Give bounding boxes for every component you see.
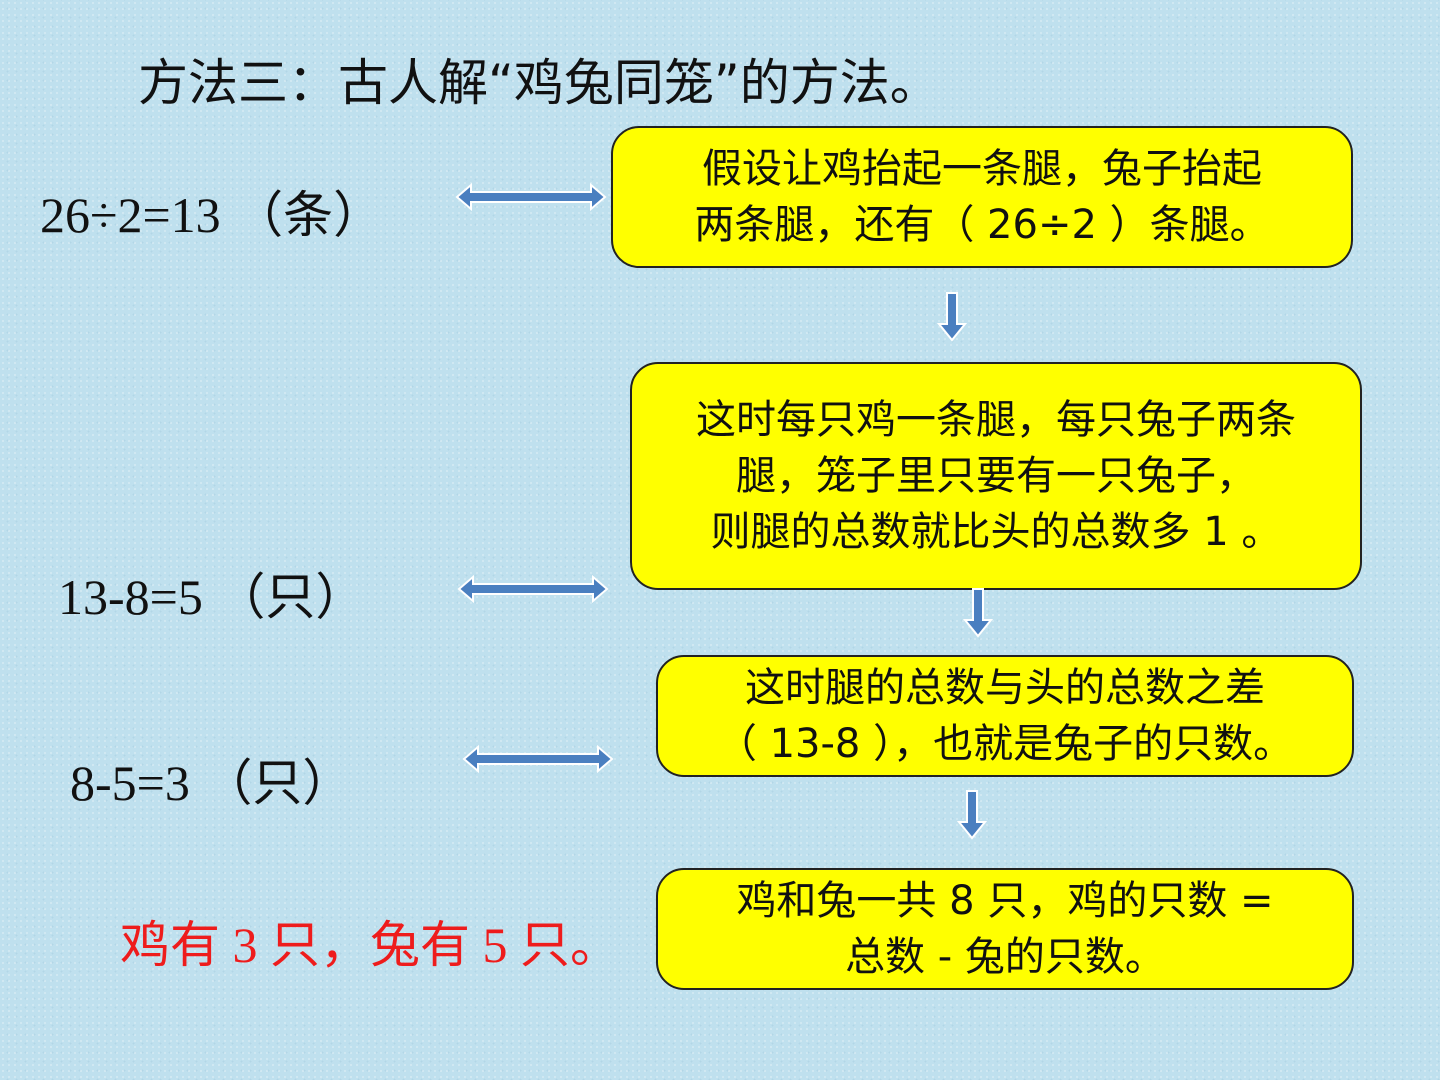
down-arrow-icon	[936, 292, 968, 342]
box-line: 这时腿的总数与头的总数之差	[745, 665, 1265, 711]
final-answer: 鸡有 3 只，兔有 5 只。	[120, 917, 620, 973]
explanation-box-lift-legs: 假设让鸡抬起一条腿，兔子抬起 两条腿，还有（ 26÷2 ）条腿。	[611, 126, 1353, 268]
box-line: 鸡和兔一共 8 只，鸡的只数 =	[736, 878, 1274, 924]
double-arrow-icon	[455, 182, 607, 212]
explanation-box-one-leg-each: 这时每只鸡一条腿，每只兔子两条 腿，笼子里只要有一只兔子， 则腿的总数就比头的总…	[630, 362, 1362, 590]
double-arrow-icon	[457, 574, 609, 604]
slide-title: 方法三：古人解“鸡兔同笼”的方法。	[138, 54, 940, 112]
explanation-box-difference: 这时腿的总数与头的总数之差 （ 13-8 ），也就是兔子的只数。	[656, 655, 1354, 777]
box-line: 两条腿，还有（ 26÷2 ）条腿。	[694, 202, 1270, 248]
explanation-box-chicken-count: 鸡和兔一共 8 只，鸡的只数 = 总数 - 兔的只数。	[656, 868, 1354, 990]
box-line: 腿，笼子里只要有一只兔子，	[736, 453, 1256, 499]
equation-legs-halved: 26÷2=13 （条）	[40, 187, 384, 243]
double-arrow-icon	[462, 744, 614, 774]
equation-rabbit-count: 13-8=5 （只）	[58, 569, 366, 625]
box-line: 假设让鸡抬起一条腿，兔子抬起	[702, 146, 1262, 192]
box-line: 这时每只鸡一条腿，每只兔子两条	[696, 397, 1296, 443]
box-line: 则腿的总数就比头的总数多 1 。	[710, 509, 1282, 555]
equation-chicken-count: 8-5=3 （只）	[70, 755, 353, 811]
box-line: 总数 - 兔的只数。	[845, 934, 1165, 980]
box-line: （ 13-8 ），也就是兔子的只数。	[716, 721, 1294, 767]
down-arrow-icon	[956, 790, 988, 840]
down-arrow-icon	[962, 588, 994, 638]
